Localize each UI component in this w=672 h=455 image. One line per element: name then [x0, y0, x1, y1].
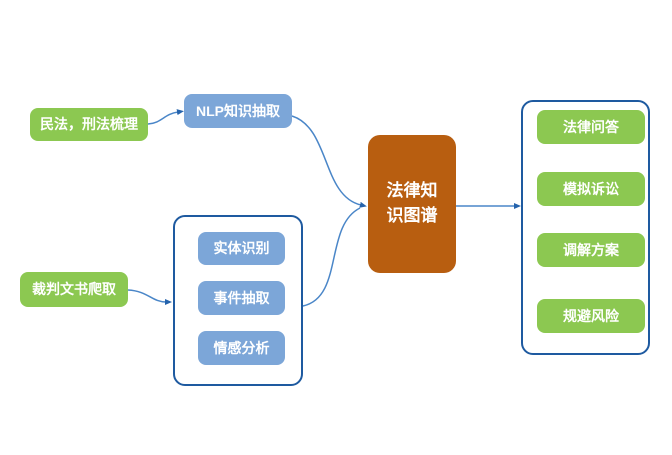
- arrow-crawl-to-tasks: [127, 289, 172, 305]
- node-event-extraction: 事件抽取: [198, 281, 285, 315]
- arrow-civil-to-nlp: [147, 109, 184, 125]
- arrow-nlp-to-knowledge-graph: [291, 115, 367, 208]
- node-civil-criminal-law: 民法，刑法梳理: [30, 108, 148, 141]
- container-applications: 法律问答 模拟诉讼 调解方案 规避风险: [521, 100, 650, 355]
- node-nlp-knowledge-extraction: NLP知识抽取: [184, 94, 292, 128]
- node-judgment-document-crawl: 裁判文书爬取: [20, 272, 128, 307]
- node-sentiment-analysis: 情感分析: [198, 331, 285, 365]
- arrow-tasks-to-knowledge-graph: [302, 207, 361, 307]
- node-legal-knowledge-graph: 法律知 识图谱: [368, 135, 456, 273]
- node-legal-qa: 法律问答: [537, 110, 645, 144]
- knowledge-graph-label-line1: 法律知: [386, 181, 438, 201]
- knowledge-graph-label-line2: 识图谱: [386, 206, 438, 225]
- node-risk-avoidance: 规避风险: [537, 299, 645, 333]
- container-nlp-tasks: 实体识别 事件抽取 情感分析: [173, 215, 303, 386]
- node-entity-recognition: 实体识别: [198, 232, 285, 265]
- node-mock-litigation: 模拟诉讼: [537, 172, 645, 206]
- node-mediation-plan: 调解方案: [537, 233, 645, 267]
